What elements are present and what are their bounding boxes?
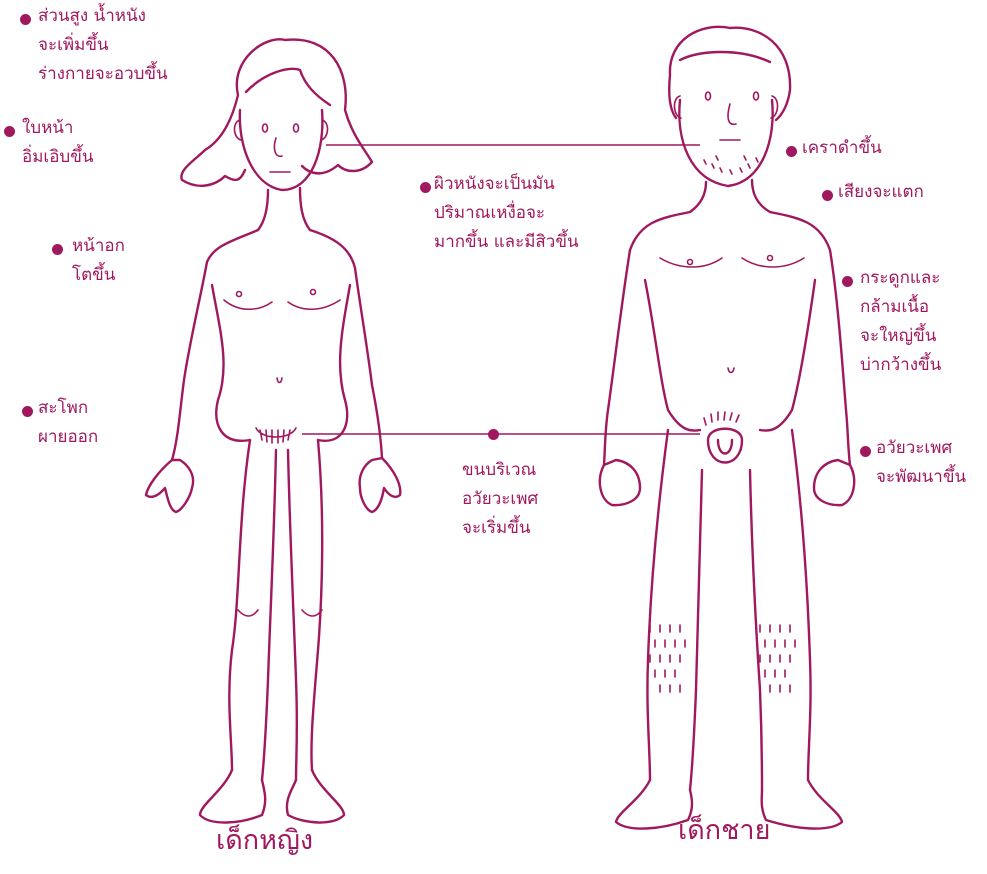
label-skin-line1: ผิวหนังจะเป็นมัน <box>434 170 579 199</box>
bullet-genitals <box>860 446 871 457</box>
label-skin-line3: มากขึ้น และมีสิวขึ้น <box>434 228 579 257</box>
label-face-line1: ใบหน้า <box>22 114 93 143</box>
label-bones-line3: จะใหญ่ขึ้น <box>860 322 941 351</box>
label-bones-muscles: กระดูกและ กล้ามเนื้อ จะใหญ่ขึ้น บ่ากว้าง… <box>860 264 941 380</box>
bullet-voice <box>822 190 833 201</box>
label-height-line1: ส่วนสูง น้ำหนัง <box>38 2 168 31</box>
label-beard: เคราดำขึ้น <box>802 134 882 163</box>
label-pubic-hair: ขนบริเวณ อวัยวะเพศ จะเริ่มขึ้น <box>462 456 538 543</box>
label-hips: สะโพก ผายออก <box>38 394 98 452</box>
label-height-weight: ส่วนสูง น้ำหนัง จะเพิ่มขึ้น ร่างกายจะอวบ… <box>38 2 168 89</box>
label-skin: ผิวหนังจะเป็นมัน ปริมาณเหงื่อจะ มากขึ้น … <box>434 170 579 257</box>
label-breast: หน้าอก โตขึ้น <box>72 232 125 290</box>
label-breast-line1: หน้าอก <box>72 232 125 261</box>
label-genitals-line1: อวัยวะเพศ <box>876 434 966 463</box>
label-pubic-hair-line1: ขนบริเวณ <box>462 456 538 485</box>
label-height-line2: จะเพิ่มขึ้น <box>38 31 168 60</box>
caption-girl: เด็กหญิง <box>216 818 313 861</box>
label-hips-line2: ผายออก <box>38 423 98 452</box>
label-skin-line2: ปริมาณเหงื่อจะ <box>434 199 579 228</box>
label-hips-line1: สะโพก <box>38 394 98 423</box>
label-face: ใบหน้า อิ่มเอิบขึ้น <box>22 114 93 172</box>
label-pubic-hair-line3: จะเริ่มขึ้น <box>462 514 538 543</box>
bullet-pubic-hair <box>488 429 499 440</box>
bullet-bones <box>842 276 853 287</box>
bullet-beard <box>786 146 797 157</box>
label-height-line3: ร่างกายจะอวบขึ้น <box>38 60 168 89</box>
label-voice-line1: เสียงจะแตก <box>838 178 924 207</box>
label-face-line2: อิ่มเอิบขึ้น <box>22 143 93 172</box>
bullet-skin <box>420 182 431 193</box>
bullet-breast <box>52 244 63 255</box>
label-genitals: อวัยวะเพศ จะพัฒนาขึ้น <box>876 434 966 492</box>
bullet-face <box>4 126 15 137</box>
label-breast-line2: โตขึ้น <box>72 261 125 290</box>
label-bones-line4: บ่ากว้างขึ้น <box>860 351 941 380</box>
label-genitals-line2: จะพัฒนาขึ้น <box>876 463 966 492</box>
label-bones-line1: กระดูกและ <box>860 264 941 293</box>
label-voice: เสียงจะแตก <box>838 178 924 207</box>
label-bones-line2: กล้ามเนื้อ <box>860 293 941 322</box>
caption-boy: เด็กชาย <box>678 808 770 851</box>
label-beard-line1: เคราดำขึ้น <box>802 134 882 163</box>
girl-figure <box>146 39 400 822</box>
bullet-height <box>20 14 31 25</box>
bullet-hips <box>22 406 33 417</box>
label-pubic-hair-line2: อวัยวะเพศ <box>462 485 538 514</box>
